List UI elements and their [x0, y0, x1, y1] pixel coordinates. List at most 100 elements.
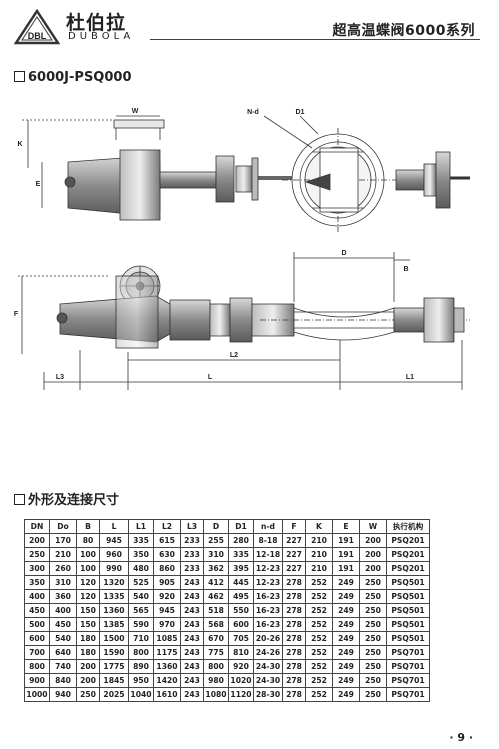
- table-cell: 980: [203, 673, 229, 688]
- table-cell: 945: [99, 533, 129, 548]
- table-cell: 940: [49, 687, 77, 702]
- table-cell: PSQ201: [386, 533, 430, 548]
- column-header: B: [76, 519, 100, 534]
- checkbox-square-icon: [14, 494, 25, 505]
- table-cell: 249: [332, 575, 360, 590]
- table-cell: 16-23: [253, 617, 283, 632]
- table-cell: 278: [282, 659, 306, 674]
- table-cell: 360: [49, 589, 77, 604]
- column-header: L1: [128, 519, 154, 534]
- table-cell: 210: [305, 561, 333, 576]
- column-header: DN: [24, 519, 50, 534]
- table-cell: 1610: [153, 687, 181, 702]
- model-heading: 6000J-PSQ000: [14, 70, 132, 85]
- table-cell: 1320: [99, 575, 129, 590]
- dimensions-title: 外形及连接尺寸: [28, 493, 120, 508]
- table-cell: 1000: [24, 687, 50, 702]
- column-header: W: [359, 519, 387, 534]
- table-cell: 12-23: [253, 575, 283, 590]
- table-cell: 249: [332, 589, 360, 604]
- table-cell: 278: [282, 575, 306, 590]
- table-cell: 740: [49, 659, 77, 674]
- table-cell: 170: [49, 533, 77, 548]
- table-cell: 278: [282, 673, 306, 688]
- table-cell: 800: [24, 659, 50, 674]
- dim-label-l2: L2: [230, 352, 238, 359]
- dim-label-nd: N-d: [247, 109, 259, 116]
- table-cell: 100: [76, 561, 100, 576]
- table-cell: 600: [228, 617, 254, 632]
- table-cell: 150: [76, 617, 100, 632]
- column-header: 执行机构: [386, 519, 430, 534]
- table-cell: 1120: [228, 687, 254, 702]
- table-cell: 900: [24, 673, 50, 688]
- table-cell: 1020: [228, 673, 254, 688]
- table-cell: 1775: [99, 659, 129, 674]
- table-cell: 500: [24, 617, 50, 632]
- table-cell: 810: [228, 645, 254, 660]
- table-cell: 252: [305, 603, 333, 618]
- table-cell: 191: [332, 533, 360, 548]
- table-cell: 12-18: [253, 547, 283, 562]
- brand-name-en: DUBOLA: [68, 31, 135, 42]
- table-cell: 525: [128, 575, 154, 590]
- dim-label-k: K: [17, 141, 22, 148]
- table-cell: 250: [359, 687, 387, 702]
- table-cell: 335: [128, 533, 154, 548]
- table-cell: 243: [180, 687, 204, 702]
- table-cell: 445: [228, 575, 254, 590]
- table-cell: 120: [76, 575, 100, 590]
- table-cell: 1500: [99, 631, 129, 646]
- table-cell: 200: [76, 659, 100, 674]
- table-cell: 180: [76, 631, 100, 646]
- dim-label-w: W: [132, 108, 139, 115]
- table-cell: PSQ201: [386, 561, 430, 576]
- table-cell: 250: [359, 645, 387, 660]
- dimensions-heading: 外形及连接尺寸: [14, 489, 119, 508]
- table-cell: 800: [128, 645, 154, 660]
- table-cell: 249: [332, 687, 360, 702]
- dim-label-b: B: [403, 266, 408, 273]
- table-cell: 249: [332, 631, 360, 646]
- table-cell: 250: [76, 687, 100, 702]
- table-cell: 24-30: [253, 659, 283, 674]
- table-cell: PSQ501: [386, 631, 430, 646]
- dim-label-d: D: [341, 250, 346, 257]
- column-header: L3: [180, 519, 204, 534]
- table-cell: 28-30: [253, 687, 283, 702]
- table-cell: 395: [228, 561, 254, 576]
- table-cell: 233: [180, 561, 204, 576]
- table-cell: PSQ701: [386, 645, 430, 660]
- table-cell: 243: [180, 631, 204, 646]
- table-cell: 252: [305, 659, 333, 674]
- table-cell: 362: [203, 561, 229, 576]
- column-header: n-d: [253, 519, 283, 534]
- table-cell: 335: [228, 547, 254, 562]
- brand-name-cn: 杜伯拉: [66, 12, 127, 34]
- table-cell: 412: [203, 575, 229, 590]
- table-cell: 210: [305, 547, 333, 562]
- table-cell: 1590: [99, 645, 129, 660]
- table-cell: 280: [228, 533, 254, 548]
- checkbox-square-icon: [14, 71, 25, 82]
- table-cell: 518: [203, 603, 229, 618]
- table-cell: 350: [128, 547, 154, 562]
- table-cell: 278: [282, 645, 306, 660]
- table-cell: 210: [49, 547, 77, 562]
- table-cell: 252: [305, 589, 333, 604]
- table-cell: 590: [128, 617, 154, 632]
- table-cell: 255: [203, 533, 229, 548]
- table-cell: 1080: [203, 687, 229, 702]
- column-header: D1: [228, 519, 254, 534]
